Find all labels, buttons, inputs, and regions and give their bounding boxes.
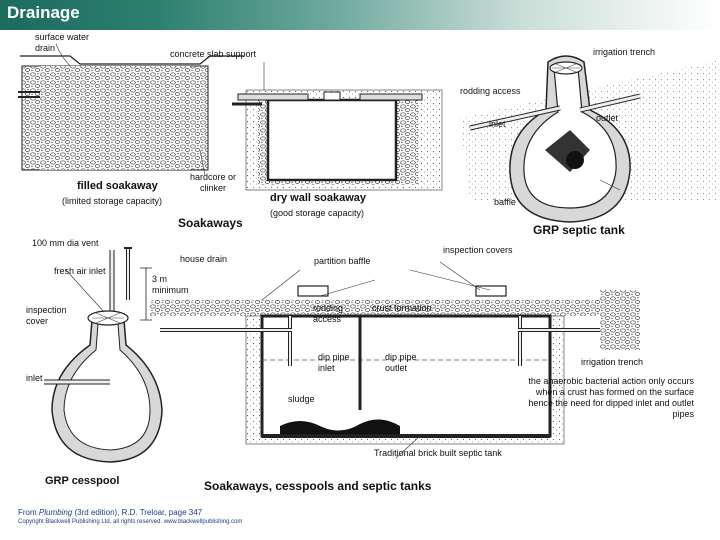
label-outlet-top: outlet bbox=[596, 113, 619, 123]
label-traditional-brick: Traditional brick built septic tank bbox=[374, 448, 502, 458]
label-fresh-air-inlet: fresh air inlet bbox=[54, 266, 106, 276]
label-baffle: baffle bbox=[494, 197, 516, 207]
source-rest: (3rd edition), R.D. Treloar, page 347 bbox=[74, 508, 203, 517]
label-irrigation-trench-bottom: irrigation trench bbox=[581, 357, 644, 367]
label-partition-baffle: partition baffle bbox=[314, 256, 371, 266]
label-100mm-vent: 100 mm dia vent bbox=[32, 238, 99, 248]
label-rodding-access-top: rodding access bbox=[460, 86, 521, 96]
label-good-storage: (good storage capacity) bbox=[270, 208, 365, 218]
source-prefix: From bbox=[18, 508, 37, 517]
label-hardcore-or-clinker: hardcore or clinker bbox=[189, 172, 237, 193]
source-citation: From Plumbing (3rd edition), R.D. Treloa… bbox=[18, 508, 202, 517]
label-irrigation-trench-top: irrigation trench bbox=[593, 47, 656, 57]
label-inspection-cover: inspection cover bbox=[26, 305, 67, 326]
label-inlet-bottom: inlet bbox=[26, 373, 43, 383]
brick-septic-tank-drawing bbox=[150, 261, 630, 459]
dimension-line bbox=[140, 267, 152, 321]
label-limited-storage: (limited storage capacity) bbox=[62, 196, 163, 206]
page-title: Drainage bbox=[7, 3, 80, 22]
label-inspection-covers: inspection covers bbox=[443, 245, 513, 255]
copyright-notice: Copyright Blackwell Publishing Ltd, all … bbox=[18, 519, 243, 525]
label-inlet-top: inlet bbox=[489, 119, 506, 129]
label-soakaways: Soakaways bbox=[178, 216, 243, 230]
label-concrete-slab-support: concrete slab support bbox=[170, 49, 257, 59]
label-surface-water-drain: surface water drain bbox=[35, 32, 90, 53]
label-dry-wall-soakaway: dry wall soakaway bbox=[270, 192, 366, 204]
label-dip-pipe-outlet: dip pipe outlet bbox=[385, 352, 417, 373]
source-title: Plumbing bbox=[38, 508, 73, 517]
header-bar: Drainage bbox=[0, 0, 720, 30]
label-rodding-access-bottom: rodding access bbox=[313, 303, 344, 324]
label-grp-cesspool: GRP cesspool bbox=[45, 475, 120, 487]
main-caption: Soakaways, cesspools and septic tanks bbox=[204, 479, 432, 493]
label-grp-septic-tank: GRP septic tank bbox=[533, 223, 625, 237]
grp-septic-tank-drawing bbox=[460, 55, 720, 223]
label-house-drain: house drain bbox=[180, 254, 228, 264]
label-filled-soakaway: filled soakaway bbox=[77, 180, 158, 192]
label-3m-minimum: 3 m minimum bbox=[152, 274, 189, 295]
label-anaerobic-note: the anaerobic bacterial action only occu… bbox=[528, 376, 694, 419]
irrigation-trench-gravel bbox=[600, 290, 640, 350]
grp-cesspool-drawing bbox=[44, 247, 163, 463]
label-crust-formation: crust formation bbox=[372, 303, 432, 313]
label-dip-pipe-inlet: dip pipe inlet bbox=[318, 352, 350, 373]
dry-wall-soakaway-drawing bbox=[232, 62, 443, 191]
filled-soakaway-drawing bbox=[18, 43, 244, 176]
label-sludge: sludge bbox=[288, 394, 315, 404]
